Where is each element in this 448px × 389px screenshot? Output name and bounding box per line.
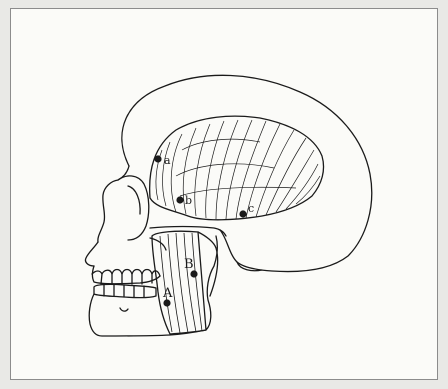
label-A: A bbox=[162, 286, 173, 301]
marker-a-dot bbox=[154, 155, 161, 162]
maxilla-outline bbox=[93, 266, 161, 284]
lower-teeth-divisions bbox=[104, 285, 144, 297]
label-c: c bbox=[248, 202, 254, 215]
masseter-outline bbox=[152, 231, 206, 334]
lower-teeth bbox=[94, 284, 156, 297]
forehead-outline bbox=[98, 166, 129, 242]
marker-c-dot bbox=[239, 210, 246, 217]
orbit-inner bbox=[128, 186, 140, 214]
nasal-outline bbox=[85, 242, 98, 266]
temporalis-outline bbox=[150, 116, 324, 220]
orbit-outline bbox=[118, 176, 149, 240]
masseter-fibers bbox=[160, 233, 202, 333]
mandible-inner bbox=[120, 308, 128, 311]
label-b: b bbox=[185, 194, 192, 207]
label-B: B bbox=[184, 257, 194, 272]
temporalis-fibers bbox=[156, 120, 320, 219]
label-a: a bbox=[164, 154, 171, 167]
marker-b-dot bbox=[176, 196, 183, 203]
